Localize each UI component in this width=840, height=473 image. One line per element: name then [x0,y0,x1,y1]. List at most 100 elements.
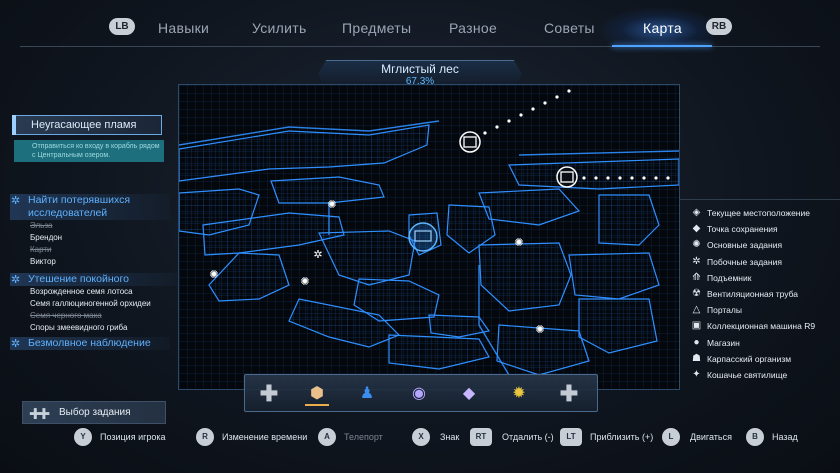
zoom-in-label: Приблизить (+) [590,432,654,442]
figure-icon[interactable]: ♟ [359,385,375,402]
area-completion: 67,3% [405,76,435,87]
supply-crate-icon[interactable] [560,171,574,183]
portal-icon: △ [692,304,701,316]
sun-icon[interactable]: ✹ [512,385,526,402]
lt-button[interactable]: LT [560,428,582,446]
zoom-out-label: Отдалить (-) [502,432,554,442]
map-corridors [179,124,679,376]
quest-group-silent-watch[interactable]: ✲ Безмолвное наблюдение [10,337,170,350]
area-header-frame [318,60,522,88]
legend-item: ● Магазин [690,336,840,352]
left-stick-button[interactable]: L [662,428,680,446]
lift-icon: ⟰ [692,271,701,283]
current-location-marker [408,222,438,252]
plus-icon[interactable]: ✚ [559,381,579,406]
quest-group-researchers[interactable]: ✲ Найти потерявшихся исследователей Эльз… [10,194,170,268]
rb-button[interactable]: RB [706,18,732,35]
legend-item: ◈ Текущее местоположение [690,206,840,222]
legend-item: ✲ Побочные задания [690,255,840,271]
move-label: Двигаться [690,432,732,442]
r-button[interactable]: R [196,428,214,446]
quest-markers: ✺ ✲ ✺ ✺ ✺ ✺ [209,198,544,336]
map-layout: ✺ ✲ ✺ ✺ ✺ ✺ [179,89,679,376]
supply-crate-icon[interactable]: ⬢ [305,382,329,406]
collection-machine-icon: ▣ [691,320,702,332]
gear-icon: ✲ [11,338,21,350]
quest-group-consolation[interactable]: ✲ Утешение покойного Возрожденное семя л… [10,273,180,334]
supply-crate-icon[interactable] [463,136,477,148]
orb-icon[interactable]: ◉ [412,385,426,402]
gear-icon: ✲ [11,195,21,207]
main-quest-icon[interactable]: ✺ [209,268,218,281]
x-button[interactable]: X [412,428,430,446]
legend-label: Вентиляционная труба [707,288,798,299]
y-button[interactable]: Y [74,428,92,446]
legend-item: ◆ Точка сохранения [690,222,840,238]
control-hints: Y Позиция игрока R Изменение времени A Т… [0,426,840,448]
mark-label: Знак [440,432,460,442]
legend-label: Подъемник [707,272,752,283]
legend-label: Точка сохранения [707,224,778,235]
tab-map[interactable]: Карта [643,20,682,36]
tab-items[interactable]: Предметы [342,20,412,36]
side-quest-icon[interactable]: ✲ [313,248,322,261]
quest-group-label: Найти потерявшихся исследователей [28,194,131,219]
main-quest-icon: ✺ [692,239,701,251]
side-quest-icon: ✲ [692,255,701,267]
tab-skills[interactable]: Навыки [158,20,210,36]
main-quest-icon[interactable]: ✺ [535,323,544,336]
main-quest-icon[interactable]: ✺ [300,275,309,288]
tab-misc[interactable]: Разное [449,20,498,36]
legend-item: ☢ Вентиляционная труба [690,287,840,303]
legend-item: ☗Карпасский организм [690,352,840,368]
main-quest-icon[interactable]: ✺ [514,236,523,249]
legend-divider [680,199,840,200]
legend-label: Магазин [707,337,740,348]
karpassian-organism-icon: ☗ [692,352,701,364]
main-quest-icon[interactable]: ✺ [327,198,336,211]
quest-subtask: Виктор [30,257,56,266]
map-legend: ◈ Текущее местоположение ◆ Точка сохранени… [690,206,840,384]
legend-item: ▣ Коллекционная машина R9 [690,319,840,335]
dpad-icon: ✚✚ [29,406,50,423]
marker-dock: ✚ ⬢ ♟ ◉ ◆ ✹ ✚ [244,374,598,412]
quest-group-title: ✲ Безмолвное наблюдение [10,337,170,350]
quest-subtask: Возрожденное семя лотоса [30,287,133,296]
active-quest-label: Неугасающее пламя [31,119,137,131]
legend-item: ✺ Основные задания [690,238,840,254]
quest-group-title: ✲ Утешение покойного [10,273,180,286]
active-quest-title[interactable]: Неугасающее пламя [12,115,162,135]
lb-button[interactable]: LB [109,18,135,35]
world-map[interactable]: ✺ ✲ ✺ ✺ ✺ ✺ [178,84,680,390]
b-button[interactable]: B [746,428,764,446]
quest-subtask: Споры змеевидного гриба [30,323,128,332]
save-point-icon: ◆ [692,223,701,235]
legend-label: Текущее местоположение [707,208,810,218]
a-button[interactable]: A [318,428,336,446]
quest-subtask: Семя черного мака [30,311,102,320]
tab-upgrade[interactable]: Усилить [252,20,307,36]
quest-subtask: Карти [30,245,52,254]
current-location-icon: ◈ [692,207,701,218]
legend-item: ✦Кошачье святилище [690,368,840,384]
quest-subtask: Брендон [30,233,63,242]
legend-item: △Порталы [690,303,840,319]
legend-label: Основные задания [707,240,783,251]
crystal-icon[interactable]: ◆ [462,385,476,402]
legend-label: Коллекционная машина R9 [707,321,816,332]
select-quest-label: Выбор задания [59,407,131,418]
offscreen-targets [459,89,670,188]
top-tab-bar: LB Навыки Усилить Предметы Разное Советы… [0,0,840,58]
rt-button[interactable]: RT [470,428,492,446]
plus-icon[interactable]: ✚ [259,381,279,406]
quest-group-label: Утешение покойного [28,273,129,285]
legend-label: Побочные задания [707,256,782,267]
tab-tips[interactable]: Советы [544,20,595,36]
map-edges [179,120,679,376]
area-name: Мглистый лес [381,62,459,76]
cat-shrine-icon: ✦ [692,368,701,380]
vent-icon: ☢ [692,287,701,299]
select-quest-button[interactable]: ✚✚ Выбор задания [22,401,166,424]
quest-group-label: Безмолвное наблюдение [28,337,151,349]
shop-icon: ● [693,336,700,348]
